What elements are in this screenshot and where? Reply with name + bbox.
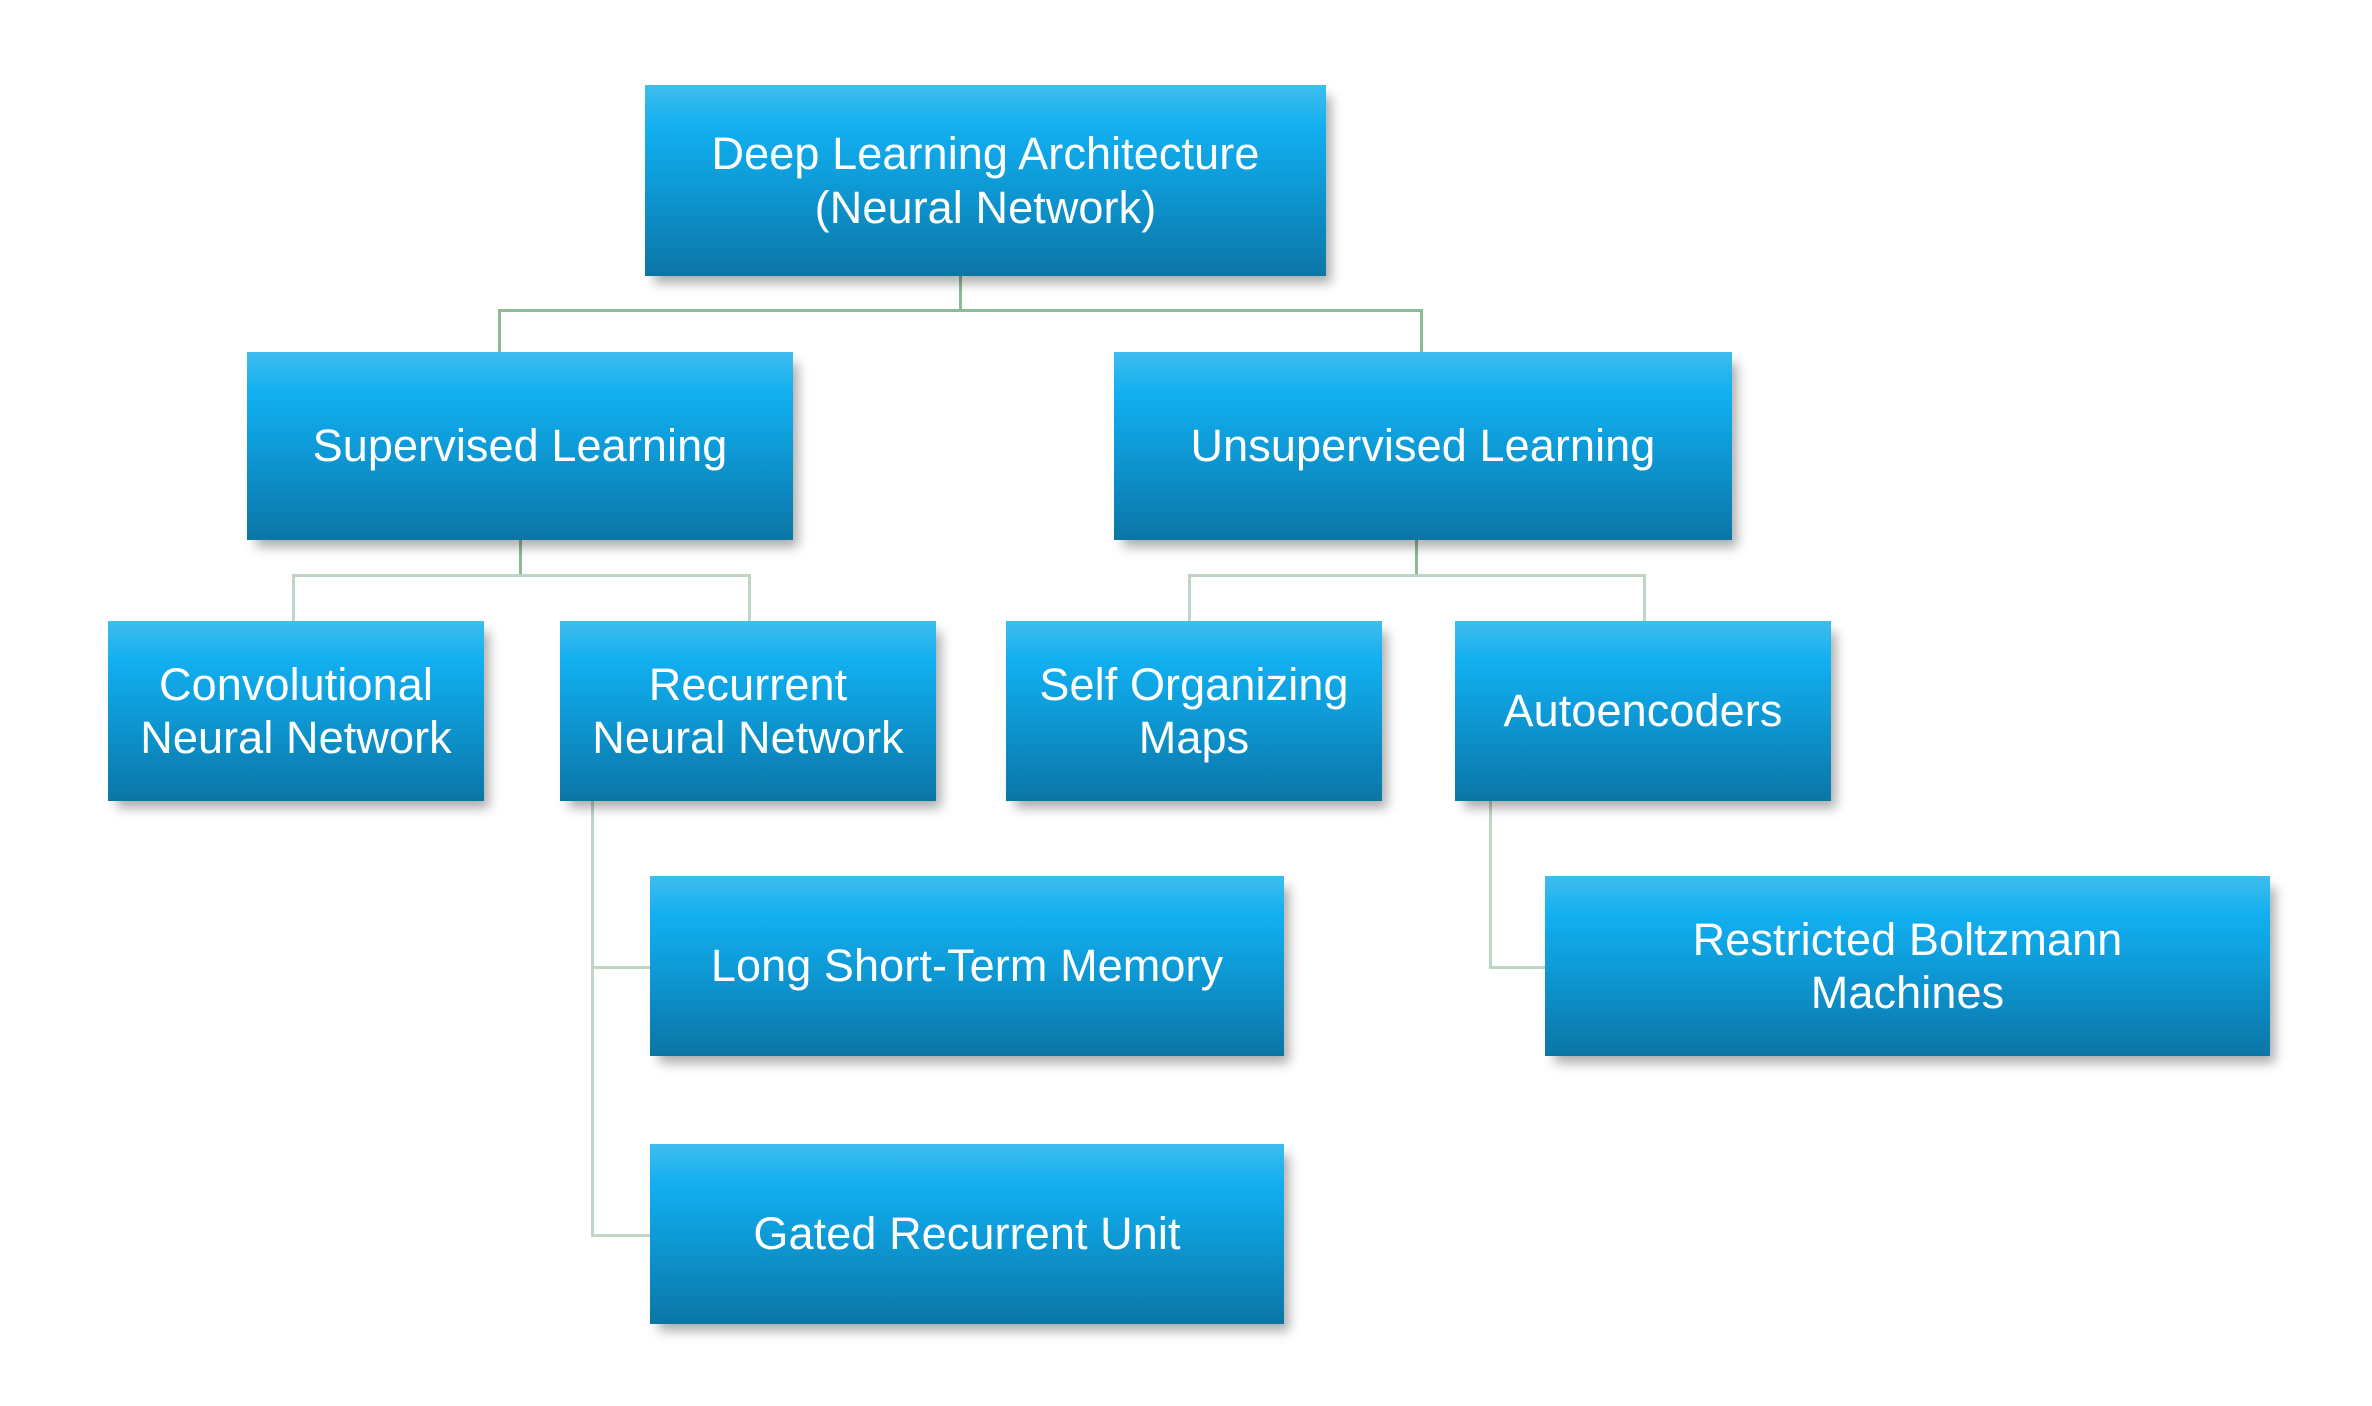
edge-supervised-split-bar <box>292 574 751 577</box>
node-root[interactable]: Deep Learning Architecture (Neural Netwo… <box>645 85 1326 276</box>
edge-supervised-to-cnn <box>292 574 295 622</box>
edge-rnn-to-gru <box>591 1234 651 1237</box>
edge-unsupervised-to-autoencoders <box>1643 574 1646 622</box>
node-convolutional-neural-network-label: Convolutional Neural Network <box>140 658 452 763</box>
node-long-short-term-memory[interactable]: Long Short-Term Memory <box>650 876 1284 1056</box>
edge-supervised-to-rnn <box>748 574 751 622</box>
edge-autoencoders-to-rbm <box>1489 966 1551 969</box>
edge-supervised-trunk <box>519 540 522 576</box>
node-restricted-boltzmann-machines-label: Restricted Boltzmann Machines <box>1692 913 2123 1018</box>
edge-rnn-trunk <box>591 800 594 1236</box>
node-recurrent-neural-network-label: Recurrent Neural Network <box>592 658 904 763</box>
edge-unsupervised-to-som <box>1188 574 1191 622</box>
node-autoencoders[interactable]: Autoencoders <box>1455 621 1831 801</box>
edge-root-split-bar <box>498 309 1423 312</box>
node-self-organizing-maps[interactable]: Self Organizing Maps <box>1006 621 1382 801</box>
edge-root-to-unsupervised <box>1420 309 1423 354</box>
node-supervised-learning-label: Supervised Learning <box>312 420 728 472</box>
node-unsupervised-learning-label: Unsupervised Learning <box>1190 420 1656 472</box>
node-recurrent-neural-network[interactable]: Recurrent Neural Network <box>560 621 936 801</box>
node-supervised-learning[interactable]: Supervised Learning <box>247 352 793 540</box>
node-long-short-term-memory-label: Long Short-Term Memory <box>710 940 1224 992</box>
edge-autoencoders-trunk <box>1489 800 1492 968</box>
edge-rnn-to-lstm <box>591 966 651 969</box>
node-unsupervised-learning[interactable]: Unsupervised Learning <box>1114 352 1732 540</box>
node-root-label: Deep Learning Architecture (Neural Netwo… <box>711 128 1260 233</box>
node-self-organizing-maps-label: Self Organizing Maps <box>1039 658 1349 763</box>
edge-root-trunk <box>959 275 962 312</box>
node-autoencoders-label: Autoencoders <box>1503 685 1783 737</box>
edge-unsupervised-trunk <box>1415 540 1418 576</box>
edge-root-to-supervised <box>498 309 501 354</box>
edge-unsupervised-split-bar <box>1188 574 1646 577</box>
node-gated-recurrent-unit-label: Gated Recurrent Unit <box>753 1208 1181 1260</box>
node-restricted-boltzmann-machines[interactable]: Restricted Boltzmann Machines <box>1545 876 2270 1056</box>
node-convolutional-neural-network[interactable]: Convolutional Neural Network <box>108 621 484 801</box>
node-gated-recurrent-unit[interactable]: Gated Recurrent Unit <box>650 1144 1284 1324</box>
